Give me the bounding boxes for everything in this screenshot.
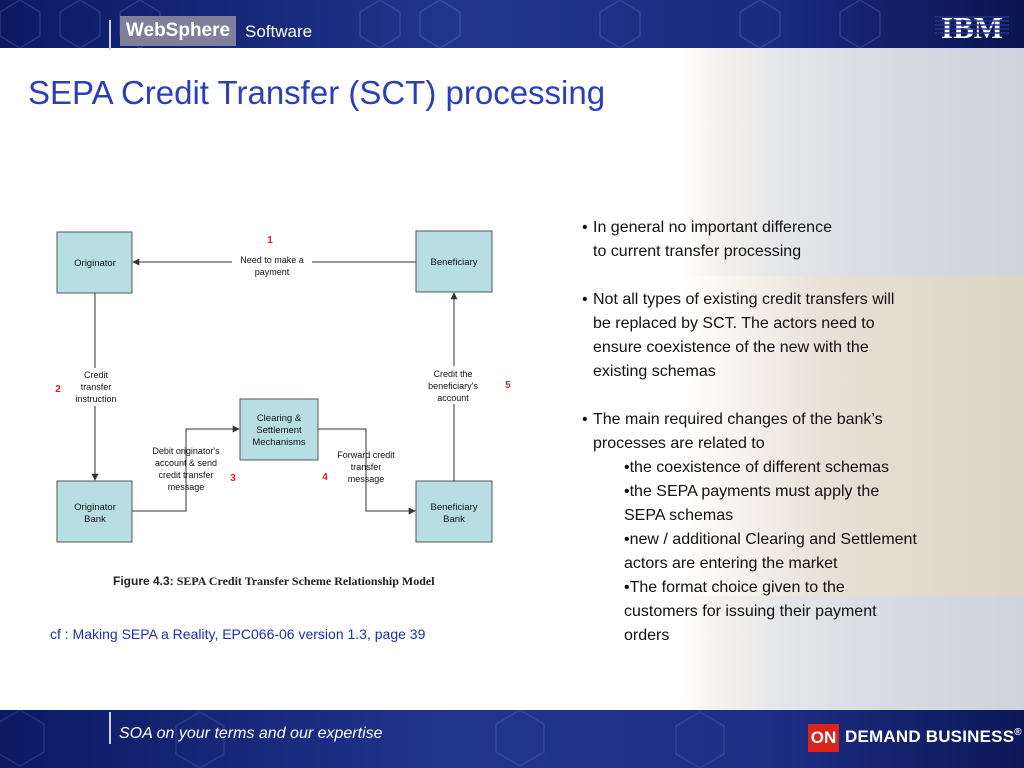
- step-number-3: 3: [230, 473, 236, 484]
- sct-relationship-diagram: Originator Beneficiary Clearing & Settle…: [55, 230, 510, 543]
- sub-bullet-3-line-1: •new / additional Clearing and Settlemen…: [624, 531, 917, 548]
- edge-5-label-2: beneficiary's: [428, 381, 478, 391]
- node-originator: [56, 231, 133, 294]
- badge-mark: ®: [1014, 727, 1022, 738]
- edge-1-label-2: payment: [255, 267, 290, 277]
- hexagon-pattern: [0, 710, 725, 768]
- sub-bullets: •the coexistence of different schemas •t…: [582, 456, 1002, 648]
- edge-4-label-1: Forward credit: [337, 450, 395, 460]
- on-badge: ON: [808, 724, 839, 752]
- label-clearing-1: Clearing &: [257, 413, 302, 424]
- node-beneficiary-bank: [415, 480, 493, 543]
- label-beneficiary: Beneficiary: [431, 257, 478, 268]
- bullet-1-line-1: In general no important difference: [593, 219, 832, 236]
- figure-caption: Figure 4.3: SEPA Credit Transfer Scheme …: [113, 574, 435, 589]
- edge-4-label-2: transfer: [351, 462, 382, 472]
- edge-5-label-1: Credit the: [433, 369, 472, 379]
- edge-5-label-3: account: [437, 393, 469, 403]
- sub-bullet-4-line-3: orders: [624, 627, 670, 644]
- slide-title: SEPA Credit Transfer (SCT) processing: [28, 74, 606, 111]
- node-clearing: [239, 398, 319, 461]
- edge-3-label-2: account & send: [155, 458, 217, 468]
- hexagon-pattern: [0, 0, 881, 48]
- bullet-3-line-2: processes are related to: [593, 435, 765, 452]
- label-originator: Originator: [74, 258, 116, 269]
- ibm-logo: IBM: [935, 10, 1009, 44]
- footer-bar: [0, 710, 1024, 768]
- bullet-list: • In general no important difference to …: [582, 216, 1002, 648]
- figure-caption-prefix: Figure 4.3:: [113, 574, 174, 588]
- edge-3: [132, 425, 240, 512]
- source-reference: cf : Making SEPA a Reality, EPC066-06 ve…: [50, 626, 426, 642]
- node-originator-bank: [56, 480, 133, 543]
- bullet-3-line-1: The main required changes of the bank’s: [593, 411, 883, 428]
- label-originator-bank-1: Originator: [74, 502, 116, 513]
- step-number-2: 2: [55, 384, 61, 395]
- websphere-logo: WebSphere: [120, 16, 236, 46]
- edge-2-label-2: transfer: [81, 382, 112, 392]
- label-clearing-2: Settlement: [256, 425, 302, 436]
- edge-2-label-3: instruction: [75, 394, 116, 404]
- sub-bullet-1: •the coexistence of different schemas: [624, 459, 890, 476]
- label-beneficiary-bank-2: Bank: [443, 514, 465, 525]
- background-band: [680, 276, 1024, 596]
- bullet-2-line-2: be replaced by SCT. The actors need to: [593, 315, 875, 332]
- sub-bullet-2-line-2: SEPA schemas: [624, 507, 734, 524]
- sub-bullet-2-line-1: •the SEPA payments must apply the: [624, 483, 880, 500]
- node-beneficiary: [415, 230, 493, 293]
- figure-caption-text: SEPA Credit Transfer Scheme Relationship…: [173, 574, 435, 588]
- edge-3-label-3: credit transfer: [158, 470, 213, 480]
- bullet-dot: •: [582, 219, 588, 236]
- ibm-logo-text: IBM: [941, 10, 1003, 44]
- bullet-1-line-2: to current transfer processing: [593, 243, 802, 260]
- label-beneficiary-bank-1: Beneficiary: [431, 502, 478, 513]
- edge-2-label-1: Credit: [84, 370, 109, 380]
- step-number-1: 1: [267, 235, 273, 246]
- bullet-2-line-1: Not all types of existing credit transfe…: [593, 291, 895, 308]
- sub-bullet-4-line-1: •The format choice given to the: [624, 579, 845, 596]
- edge-3-label-4: message: [168, 482, 205, 492]
- label-originator-bank-2: Bank: [84, 514, 106, 525]
- on-demand-business-text: DEMAND BUSINESS®: [845, 727, 1022, 747]
- background-photo: [680, 48, 1024, 710]
- edge-4-label-3: message: [348, 474, 385, 484]
- footer-tagline: SOA on your terms and our expertise: [119, 725, 383, 742]
- sub-bullet-4-line-2: customers for issuing their payment: [624, 603, 877, 620]
- bullet-dot: •: [582, 291, 588, 308]
- bullet-2-line-3: ensure coexistence of the new with the: [593, 339, 869, 356]
- header-divider: [109, 20, 111, 50]
- bullet-2: • Not all types of existing credit trans…: [582, 288, 1002, 384]
- edge-3-label-1: Debit originator's: [152, 446, 220, 456]
- edge-1-label-1: Need to make a: [240, 255, 304, 265]
- sub-bullet-3-line-2: actors are entering the market: [624, 555, 838, 572]
- step-number-4: 4: [322, 472, 328, 483]
- bullet-2-line-4: existing schemas: [593, 363, 716, 380]
- bullet-dot: •: [582, 411, 588, 428]
- edge-1-label-bg: [232, 252, 312, 278]
- label-clearing-3: Mechanisms: [252, 437, 306, 448]
- brand-suffix: Software: [245, 22, 313, 41]
- bullet-3: • The main required changes of the bank’…: [582, 408, 1002, 456]
- edge-2-label-bg: [68, 368, 126, 406]
- edge-4: [318, 428, 416, 515]
- step-number-5: 5: [505, 380, 510, 391]
- badge-text: DEMAND BUSINESS: [845, 727, 1015, 746]
- bullet-1: • In general no important difference to …: [582, 216, 1002, 264]
- footer-divider: [109, 712, 111, 744]
- edge-5-label-bg: [420, 366, 488, 404]
